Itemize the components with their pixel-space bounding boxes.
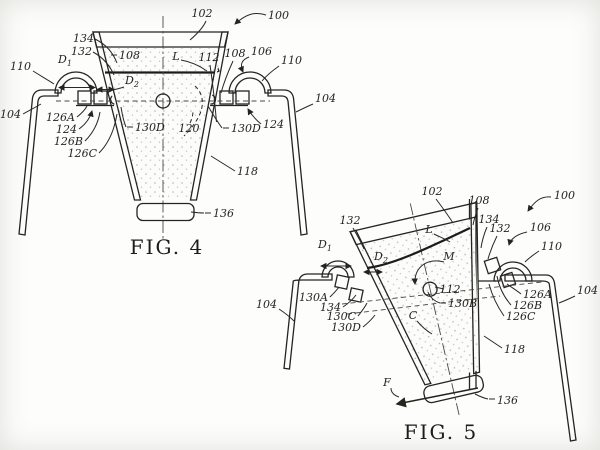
fig5-label-130D: 130D xyxy=(331,321,361,334)
fig5-label-132-right: 132 xyxy=(490,222,511,235)
fig5-datum-line2 xyxy=(346,295,501,315)
fig5-label-104-right: 104 xyxy=(577,284,598,297)
fig4-label-130D-right: 130D xyxy=(231,122,261,135)
fig5-label-102: 102 xyxy=(422,185,443,198)
fig4-tray-right-wall xyxy=(267,89,308,236)
fig4-cup-base xyxy=(136,202,195,222)
fig4-label-130D-left: 130D xyxy=(135,121,165,134)
fig5-centerline xyxy=(409,203,460,416)
fig5-label-100: 100 xyxy=(554,189,575,202)
fig4-cup-interior xyxy=(99,48,222,197)
fig4-label-110-left: 110 xyxy=(10,60,31,73)
fig4-label-106: 106 xyxy=(251,45,272,58)
fig5-label-136: 136 xyxy=(497,394,518,407)
fig5-label-126A: 126A xyxy=(523,288,552,301)
fig5-tray-right-wall xyxy=(504,274,577,442)
fig4-block xyxy=(219,90,234,105)
fig5-label-110: 110 xyxy=(541,240,562,253)
fig4-dome-right xyxy=(228,71,272,94)
fig5-block xyxy=(483,256,502,275)
fig5-labels: 100 102 108 134 132 106 110 132 D1 D2 L … xyxy=(256,185,598,407)
fig5-moment-arrow xyxy=(411,260,445,285)
fig4-label-108-right: 108 xyxy=(225,47,246,60)
fig4-cup xyxy=(56,16,270,240)
fig4-label-132: 132 xyxy=(71,45,92,58)
fig5-cup-left-wall xyxy=(349,229,432,386)
fig4-label-126B: 126B xyxy=(54,135,83,148)
fig4-leaders xyxy=(22,12,314,214)
fig5-label-D1: D1 xyxy=(317,238,332,253)
fig4-block xyxy=(77,90,92,105)
fig5-label-134-left: 134 xyxy=(320,301,341,314)
fig4-label-124-left: 124 xyxy=(56,123,77,136)
fig5-dome-right xyxy=(493,261,533,282)
fig5-label-134-right: 134 xyxy=(479,213,500,226)
fig4-label-104-right: 104 xyxy=(315,92,336,105)
fig5-label-112: 112 xyxy=(440,283,461,296)
fig5-leaders xyxy=(278,196,576,400)
fig4-label-118: 118 xyxy=(237,165,258,178)
fig5-tray xyxy=(283,273,577,442)
fig4-cup-right-wall xyxy=(189,31,229,201)
fig4-labels: 100 102 134 132 108 D1 D2 110 106 110 10… xyxy=(0,7,336,220)
fig4-tray-left-wall xyxy=(18,89,59,236)
fig5-label-130B: 130B xyxy=(448,297,477,310)
fig5-label-L: L xyxy=(424,223,432,236)
fig5-label-D2: D2 xyxy=(373,250,388,265)
fig4-tray xyxy=(18,89,308,236)
fig4-label-126C: 126C xyxy=(68,147,98,160)
fig5-cup-interior xyxy=(359,218,479,383)
fig5-label-132-left: 132 xyxy=(340,214,361,227)
fig4-label-136: 136 xyxy=(213,207,234,220)
fig5-liquid-curve xyxy=(366,227,471,270)
fig5-tray-left-wall xyxy=(283,273,333,370)
fig4-label-134: 134 xyxy=(73,32,94,45)
fig5-block xyxy=(334,274,350,290)
fig5-label-M: M xyxy=(442,250,455,263)
fig5-cup-right-wall xyxy=(470,201,481,375)
fig5-label-106: 106 xyxy=(530,221,551,234)
fig4-block xyxy=(235,90,250,105)
fig5-caption: FIG. 5 xyxy=(404,420,478,444)
fig4-label-126A: 126A xyxy=(46,111,75,124)
fig4-dashed-arc-120 xyxy=(183,85,203,137)
fig4-label-112: 112 xyxy=(199,51,220,64)
fig4-label-124-right: 124 xyxy=(263,118,284,131)
fig4-label-102: 102 xyxy=(192,7,213,20)
fig4-dome-left xyxy=(54,71,98,94)
fig5-label-108: 108 xyxy=(469,194,490,207)
fig5-block xyxy=(348,287,364,303)
fig5-label-C: C xyxy=(409,309,418,322)
fig4-label-D2: D2 xyxy=(124,74,139,89)
fig4-label-120: 120 xyxy=(179,122,200,135)
fig5-force-arrow xyxy=(395,387,479,408)
fig4-label-110-right: 110 xyxy=(281,54,302,67)
fig5-label-130A: 130A xyxy=(299,291,328,304)
fig5-label-104-left: 104 xyxy=(256,298,277,311)
figure-5: 100 102 108 134 132 106 110 132 D1 D2 L … xyxy=(256,185,598,444)
fig5-cup-base xyxy=(423,374,485,404)
fig5-label-130C: 130C xyxy=(327,310,357,323)
fig5-holder-left xyxy=(321,260,364,303)
fig5-label-118: 118 xyxy=(504,343,525,356)
fig4-label-108-left: 108 xyxy=(119,49,140,62)
fig4-label-100: 100 xyxy=(268,9,289,22)
fig4-label-L: L xyxy=(171,50,179,63)
fig4-label-D1: D1 xyxy=(57,53,72,68)
fig4-cup-left-wall xyxy=(92,31,142,201)
fig4-caption: FIG. 4 xyxy=(130,235,204,259)
fig4-label-104-left: 104 xyxy=(0,108,21,121)
fig5-label-126B: 126B xyxy=(513,299,542,312)
fig4-center-mark xyxy=(155,93,171,109)
fig5-label-126C: 126C xyxy=(506,310,536,323)
fig5-cup xyxy=(349,201,485,416)
figure-4: 100 102 134 132 108 D1 D2 110 106 110 10… xyxy=(0,7,336,259)
fig5-label-F: F xyxy=(382,376,391,389)
fig4-cup-rim xyxy=(92,31,229,48)
